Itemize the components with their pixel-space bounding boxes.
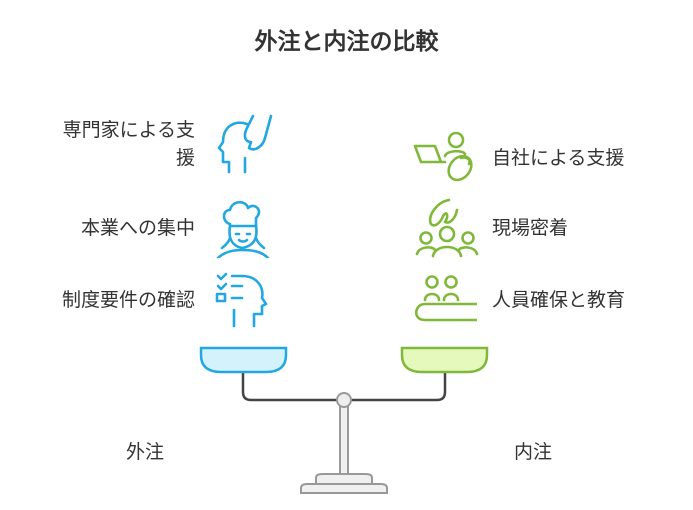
right-item-3: 人員確保と教育 [492, 289, 626, 311]
left-item-3: 制度要件の確認 [61, 289, 195, 311]
scale-pivot [336, 392, 352, 408]
scale-post [339, 405, 349, 475]
head-hand-icon [217, 114, 273, 174]
left-item-1-line1: 専門家による支 [62, 119, 195, 141]
right-item-2: 現場密着 [492, 217, 569, 239]
right-label: 内注 [514, 441, 553, 463]
chef-icon [216, 200, 270, 258]
scale-base-bottom [300, 483, 388, 494]
left-label: 外注 [126, 441, 165, 463]
right-item-1: 自社による支援 [492, 147, 625, 169]
left-pan [199, 346, 288, 374]
right-pan [400, 346, 489, 374]
scale-base-top [315, 473, 373, 485]
team-hand-icon [415, 198, 479, 258]
left-item-2: 本業への集中 [80, 217, 195, 239]
people-desk-icon [414, 275, 477, 322]
checklist-head-icon [215, 272, 268, 328]
laptop-person-icon [413, 131, 473, 182]
left-item-1-line2: 援 [175, 147, 195, 169]
page-title: 外注と内注の比較 [254, 29, 439, 55]
